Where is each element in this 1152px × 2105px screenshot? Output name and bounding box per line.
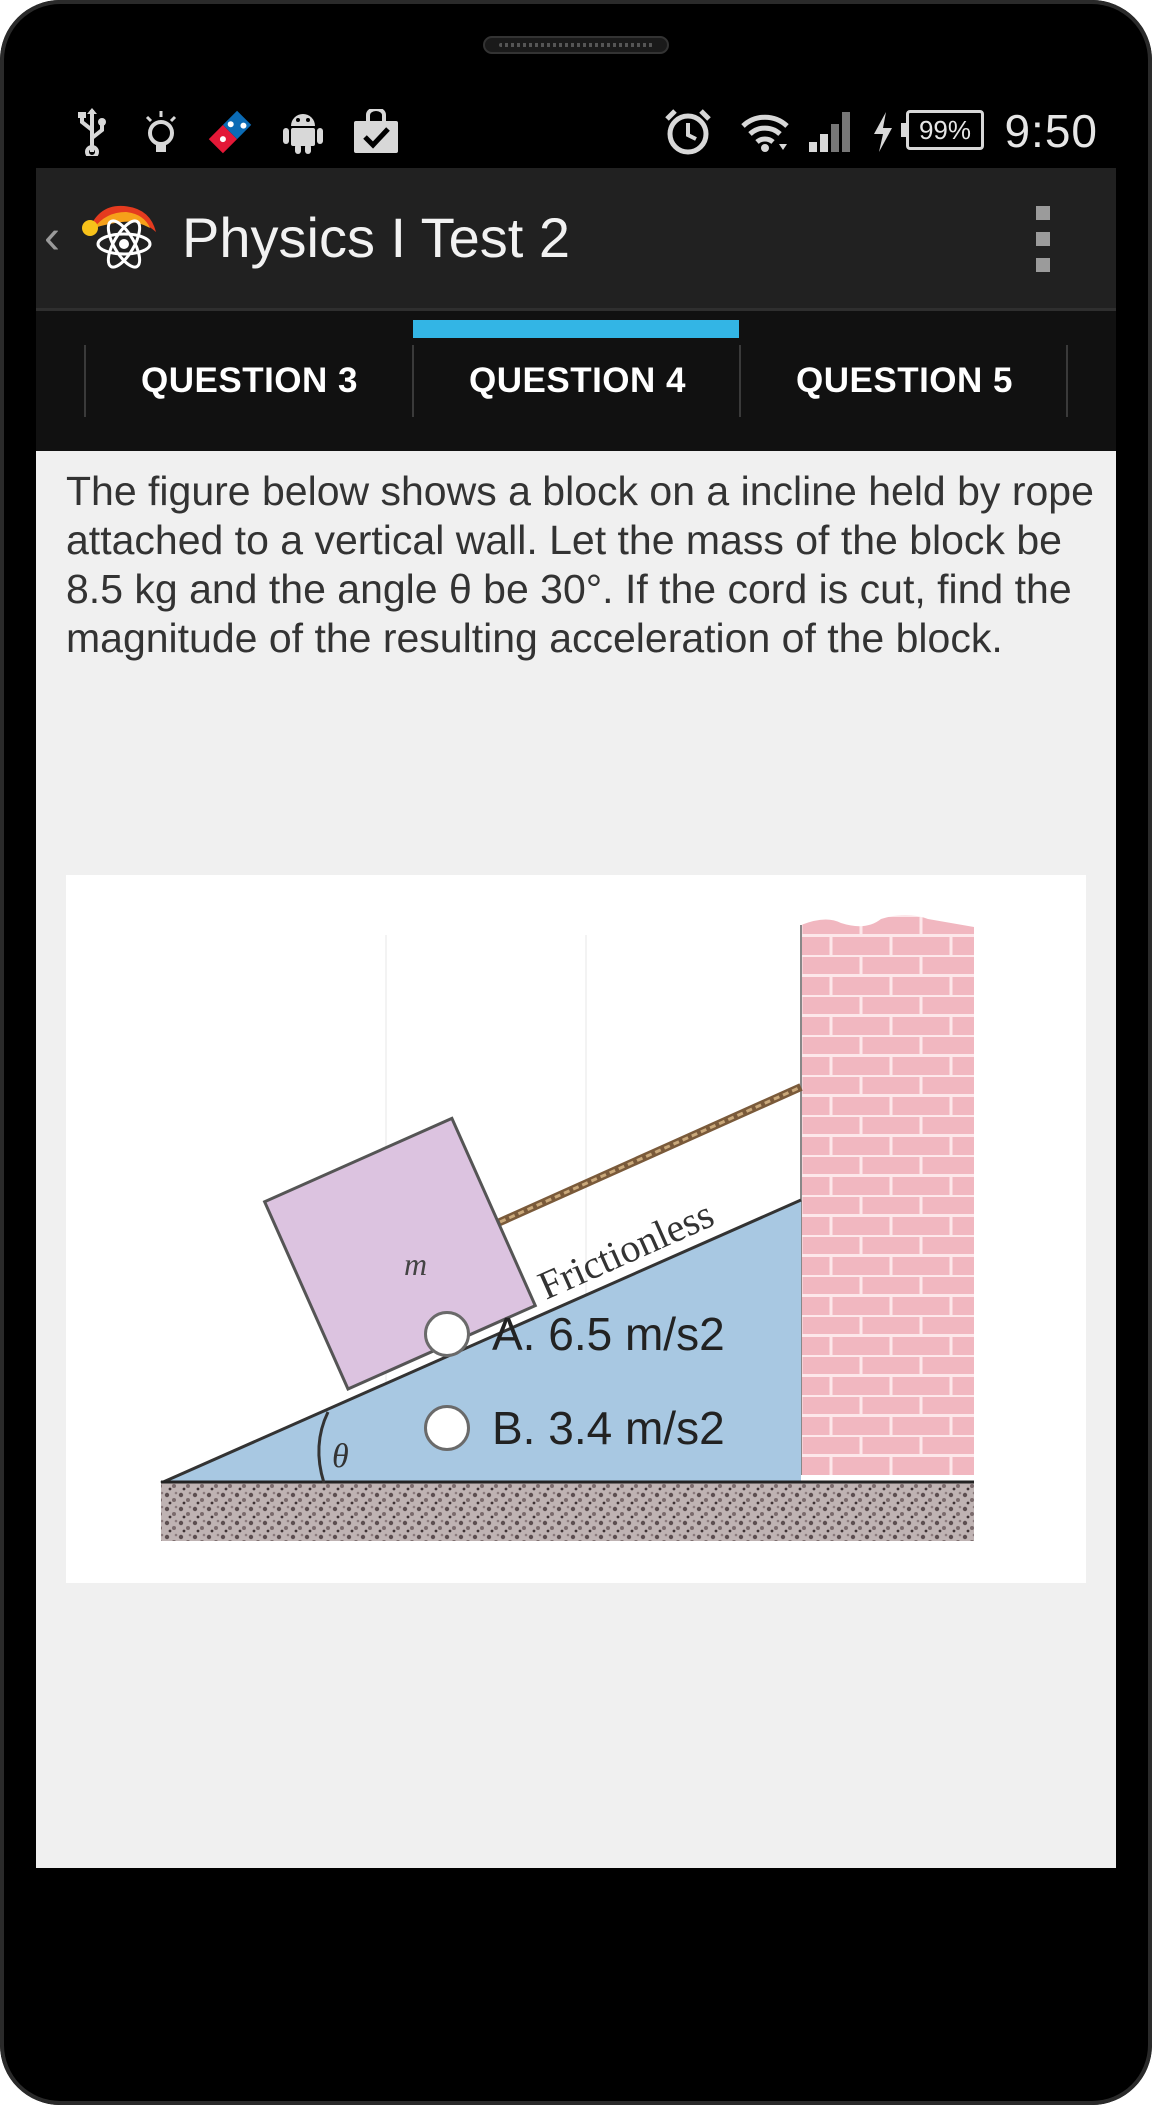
lightbulb-icon xyxy=(140,106,182,158)
charging-bolt-icon xyxy=(868,106,898,158)
overflow-menu-icon[interactable] xyxy=(1022,206,1062,276)
signal-icon xyxy=(806,106,856,158)
alarm-clock-icon xyxy=(662,106,714,158)
wifi-icon xyxy=(738,106,792,158)
battery-level: 99% xyxy=(901,110,984,150)
status-time: 9:50 xyxy=(1004,105,1098,157)
android-icon xyxy=(280,106,326,158)
tab-divider xyxy=(84,345,86,417)
app-logo-atom-icon[interactable] xyxy=(80,198,160,278)
answer-label: A. 6.5 m/s2 xyxy=(492,1308,725,1360)
action-bar: ‹ Physics I Test 2 xyxy=(36,168,1116,311)
ground xyxy=(161,1481,974,1541)
tab-divider xyxy=(1066,345,1068,417)
answer-option-a[interactable]: A. 6.5 m/s2 xyxy=(424,1307,725,1361)
angle-arc xyxy=(317,1411,330,1484)
answer-option-b[interactable]: B. 3.4 m/s2 xyxy=(424,1401,725,1455)
tab-question-5[interactable]: QUESTION 5 xyxy=(796,361,1013,400)
tab-question-3[interactable]: QUESTION 3 xyxy=(141,361,358,400)
up-navigation-icon[interactable]: ‹ xyxy=(44,211,60,264)
tab-question-4[interactable]: QUESTION 4 xyxy=(469,361,686,400)
incline-figure: m Frictionless θ xyxy=(66,875,1086,1583)
shopping-bag-check-icon xyxy=(350,106,402,158)
radio-button[interactable] xyxy=(424,1311,470,1357)
block-label: m xyxy=(404,1246,427,1282)
angle-label: θ xyxy=(332,1438,349,1475)
selected-tab-indicator xyxy=(413,320,739,338)
tab-divider xyxy=(412,345,414,417)
radio-button[interactable] xyxy=(424,1405,470,1451)
usb-icon xyxy=(72,106,112,158)
tab-divider xyxy=(739,345,741,417)
answer-label: B. 3.4 m/s2 xyxy=(492,1402,725,1454)
app-title: Physics I Test 2 xyxy=(182,206,571,269)
question-content[interactable]: The figure below shows a block on a incl… xyxy=(36,451,1116,1868)
dominos-icon xyxy=(204,106,256,158)
status-bar: 99% 9:50 xyxy=(36,96,1116,168)
brick-wall xyxy=(801,915,974,1475)
screen: 99% 9:50 ‹ Physics I Test 2 xyxy=(36,96,1116,1868)
earpiece-speaker xyxy=(483,36,669,54)
question-text: The figure below shows a block on a incl… xyxy=(66,468,1094,661)
